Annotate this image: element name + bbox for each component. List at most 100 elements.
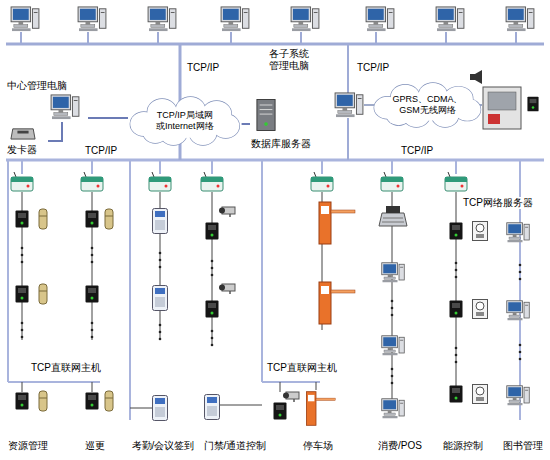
energy-meter bbox=[473, 222, 488, 241]
subsystem-name: 消费/POS bbox=[377, 440, 423, 452]
drop-line bbox=[21, 160, 23, 174]
subsystem-name: 能源控制 bbox=[442, 440, 484, 452]
device-wire bbox=[316, 382, 317, 390]
drop-line bbox=[455, 160, 457, 174]
ellipsis-dots bbox=[159, 252, 162, 269]
barrier-gate bbox=[319, 282, 355, 324]
device-wire bbox=[212, 192, 213, 345]
network-module bbox=[11, 172, 33, 191]
database-server-node: 数据库服务器 bbox=[250, 98, 326, 150]
barrier-gate bbox=[319, 202, 355, 244]
cloud-fill bbox=[142, 108, 228, 138]
ellipsis-dots bbox=[91, 322, 94, 339]
ellipsis-dots bbox=[519, 344, 522, 361]
computer-node: 中心管理电脑 bbox=[6, 80, 88, 122]
drop-line bbox=[91, 160, 93, 174]
computer-icon bbox=[11, 7, 39, 31]
ellipsis-dots bbox=[211, 330, 214, 347]
ellipsis-dots bbox=[391, 368, 394, 385]
device-wire bbox=[280, 382, 281, 392]
drop-line bbox=[515, 32, 517, 44]
computer-icon bbox=[507, 301, 530, 321]
server-icon bbox=[257, 100, 275, 131]
protocol-label: TCP/IP bbox=[186, 62, 220, 74]
device-label: 中心管理电脑 bbox=[7, 80, 67, 92]
lock-icon bbox=[39, 391, 47, 411]
drop-line bbox=[159, 160, 161, 174]
backbone-bus bbox=[6, 43, 544, 46]
network-link bbox=[242, 123, 250, 125]
computer-icon bbox=[382, 399, 405, 419]
pos-terminal bbox=[379, 206, 407, 226]
network-module bbox=[381, 172, 403, 191]
subsystem-name: 图书管理 bbox=[502, 440, 544, 452]
text-block: TCP/IP局域网 或Internet网络 bbox=[148, 110, 222, 132]
trunk-line bbox=[262, 381, 320, 383]
trunk-line bbox=[7, 160, 9, 382]
link-line bbox=[364, 104, 374, 106]
text-block: 发卡器 bbox=[7, 144, 37, 156]
device-wire bbox=[130, 408, 152, 409]
device-caption: TCP直联网主机 bbox=[266, 362, 338, 374]
reader-icon bbox=[206, 223, 219, 240]
device-label: 发卡器 bbox=[7, 144, 37, 156]
reader-icon bbox=[16, 393, 29, 410]
ellipsis-dots bbox=[455, 262, 458, 279]
drop-line bbox=[157, 32, 159, 44]
card-issuer-icon bbox=[11, 129, 35, 139]
computer-icon bbox=[382, 336, 405, 356]
computer-icon bbox=[436, 7, 464, 31]
device-wire bbox=[220, 405, 262, 406]
network-link bbox=[48, 122, 62, 141]
subsystem-name: 巡更 bbox=[84, 440, 106, 452]
text-block: 中心管理电脑 bbox=[7, 80, 67, 92]
network-cloud: TCP/IP局域网 或Internet网络 bbox=[128, 96, 242, 146]
lock-icon bbox=[39, 209, 47, 229]
drop-line bbox=[375, 32, 377, 44]
drop-line bbox=[391, 160, 393, 174]
reader-icon bbox=[527, 97, 538, 112]
trunk-line bbox=[347, 44, 349, 94]
camera-icon bbox=[219, 284, 235, 294]
device-label: 数据库服务器 bbox=[251, 138, 311, 150]
ellipsis-dots bbox=[211, 260, 214, 277]
energy-meter bbox=[473, 385, 488, 404]
ellipsis-dots bbox=[159, 324, 162, 341]
reader-icon bbox=[86, 393, 99, 410]
camera-icon bbox=[219, 207, 235, 217]
reader-icon bbox=[274, 403, 287, 420]
group-caption: 各子系统 管理电脑 bbox=[266, 48, 312, 72]
computer-icon bbox=[506, 7, 534, 31]
card-issuer-node: 发卡器 bbox=[6, 126, 48, 156]
trunk-line bbox=[129, 160, 131, 420]
computer-icon bbox=[507, 386, 530, 406]
reader-icon bbox=[86, 286, 99, 303]
reader-icon bbox=[450, 301, 463, 318]
attendance-terminal bbox=[153, 286, 168, 311]
protocol-label: TCP/IP bbox=[400, 145, 434, 157]
drop-line bbox=[20, 32, 22, 44]
network-module bbox=[311, 172, 333, 191]
cloud-label: GPRS、CDMA、GSM无线网络 bbox=[391, 94, 463, 116]
lock-icon bbox=[105, 391, 113, 411]
cloud-label: TCP/IP局域网 或Internet网络 bbox=[148, 110, 222, 132]
drop-line bbox=[230, 32, 232, 44]
subsystem-name: 资源管理 bbox=[7, 440, 49, 452]
network-module bbox=[149, 172, 171, 191]
siren-icon bbox=[470, 70, 482, 84]
lock-icon bbox=[39, 284, 47, 304]
text-block: GPRS、CDMA、GSM无线网络 bbox=[391, 94, 463, 116]
device-wire bbox=[22, 382, 23, 392]
drop-line bbox=[321, 160, 323, 174]
subsystem-name: 门禁/通道控制 bbox=[203, 440, 268, 452]
barrier-gate bbox=[306, 392, 335, 426]
trunk-line bbox=[347, 118, 349, 160]
computer-icon bbox=[382, 263, 405, 283]
reader-icon bbox=[16, 286, 29, 303]
drop-line bbox=[211, 160, 213, 174]
attendance-terminal bbox=[153, 396, 168, 421]
protocol-label: TCP/IP bbox=[84, 145, 118, 157]
reader-icon bbox=[450, 223, 463, 240]
ellipsis-dots bbox=[21, 322, 24, 339]
reader-icon bbox=[450, 386, 463, 403]
